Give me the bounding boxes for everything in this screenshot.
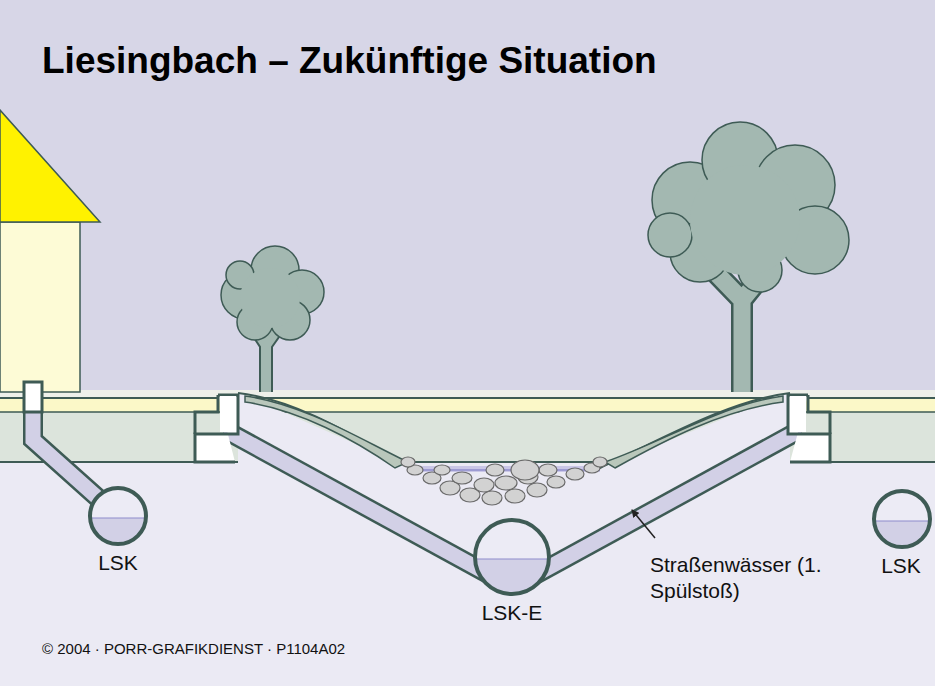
house-roof <box>0 110 100 222</box>
pipe-outline <box>871 488 933 550</box>
gullies <box>24 382 830 462</box>
stone-bed <box>401 457 607 505</box>
big-tree <box>648 122 849 392</box>
callout-label: Straßenwässer (1. Spülstoß) <box>650 552 850 605</box>
diagram-title: Liesingbach – Zukünftige Situation <box>42 40 657 82</box>
pipe-outline <box>472 517 552 597</box>
leader-arrow <box>632 510 655 538</box>
sewer-pipe-circle: LSK-E <box>447 517 577 625</box>
house-wall <box>0 222 80 392</box>
sewer-pipe-circle: LSK <box>63 485 173 575</box>
copyright-note: © 2004 · PORR-GRAFIKDIENST · P1104A02 <box>42 640 345 657</box>
pipe-label: LSK <box>63 551 173 575</box>
pipe-label: LSK <box>871 554 931 578</box>
small-tree <box>221 246 324 392</box>
pipe-label: LSK-E <box>447 601 577 625</box>
pipe-outline <box>87 485 149 547</box>
pipes <box>33 385 800 575</box>
sewer-pipe-circle: LSK <box>871 488 931 578</box>
